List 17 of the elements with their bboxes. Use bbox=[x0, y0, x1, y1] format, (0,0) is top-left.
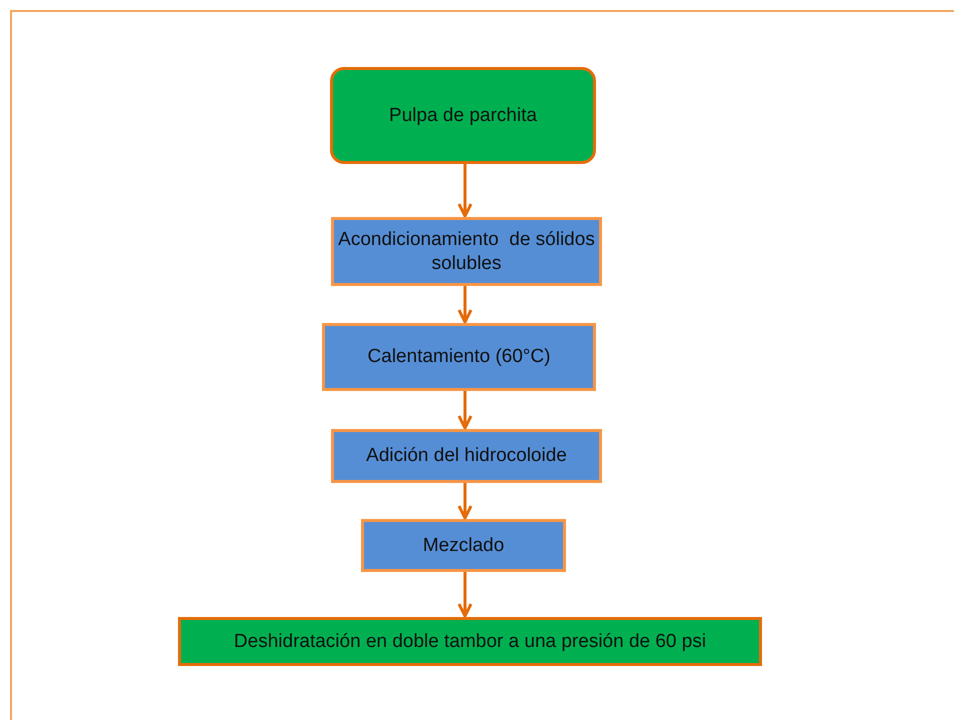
process-box bbox=[331, 217, 602, 286]
box-text: Deshidratación en doble tambor a una presión de 60 psi bbox=[234, 630, 706, 654]
arrow bbox=[458, 572, 472, 618]
end-box bbox=[178, 617, 762, 666]
box-text: Pulpa de parchita bbox=[389, 104, 537, 128]
box-text: Calentamiento (60°C) bbox=[368, 345, 550, 369]
arrow bbox=[458, 483, 472, 520]
arrow bbox=[458, 286, 472, 324]
process-box bbox=[361, 519, 566, 572]
box-text: Adición del hidrocoloide bbox=[366, 444, 567, 468]
arrow bbox=[458, 391, 472, 430]
arrow bbox=[458, 164, 472, 218]
start-box bbox=[330, 67, 596, 164]
box-text: Acondicionamiento de sólidos solubles bbox=[337, 228, 596, 276]
process-box bbox=[322, 323, 596, 391]
process-box bbox=[331, 429, 602, 483]
box-text: Mezclado bbox=[422, 534, 504, 558]
